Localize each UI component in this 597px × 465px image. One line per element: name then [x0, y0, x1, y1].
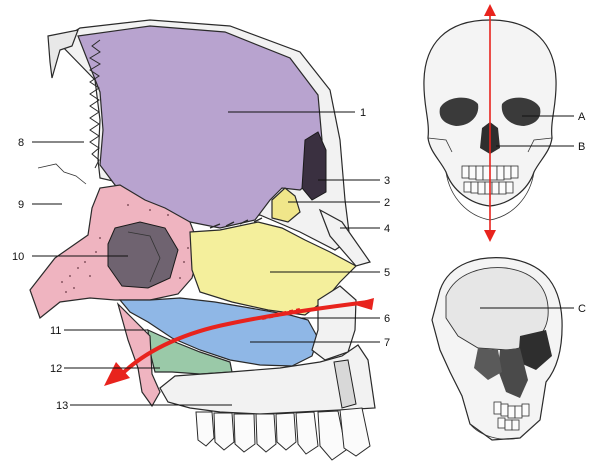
midsagittal-arrow-bottom — [484, 230, 496, 242]
label-7: 7 — [384, 337, 390, 349]
maxillary-teeth — [196, 408, 370, 460]
label-C: C — [578, 303, 586, 315]
label-A: A — [578, 111, 586, 123]
label-4: 4 — [384, 223, 390, 235]
label-11: 11 — [50, 325, 61, 337]
frontal-sinus — [302, 132, 326, 200]
sphenoid-sinus — [108, 222, 178, 288]
oblique-skull-view: C — [432, 258, 586, 440]
label-1: 1 — [360, 107, 366, 119]
sagittal-section: 1 2 3 4 5 6 7 8 9 10 11 12 13 — [12, 20, 390, 460]
label-13: 13 — [56, 400, 68, 412]
label-10: 10 — [12, 251, 24, 263]
label-6: 6 — [384, 313, 390, 325]
airflow-arrowhead — [104, 362, 130, 386]
label-B: B — [578, 141, 585, 153]
label-2: 2 — [384, 197, 390, 209]
label-5: 5 — [384, 267, 390, 279]
skull-edge-line — [38, 164, 86, 184]
midsagittal-arrow-top — [484, 4, 496, 16]
label-12: 12 — [50, 363, 62, 375]
label-8: 8 — [18, 137, 24, 149]
label-3: 3 — [384, 175, 390, 187]
frontal-skull-view: A B — [424, 4, 586, 242]
label-9: 9 — [18, 199, 24, 211]
